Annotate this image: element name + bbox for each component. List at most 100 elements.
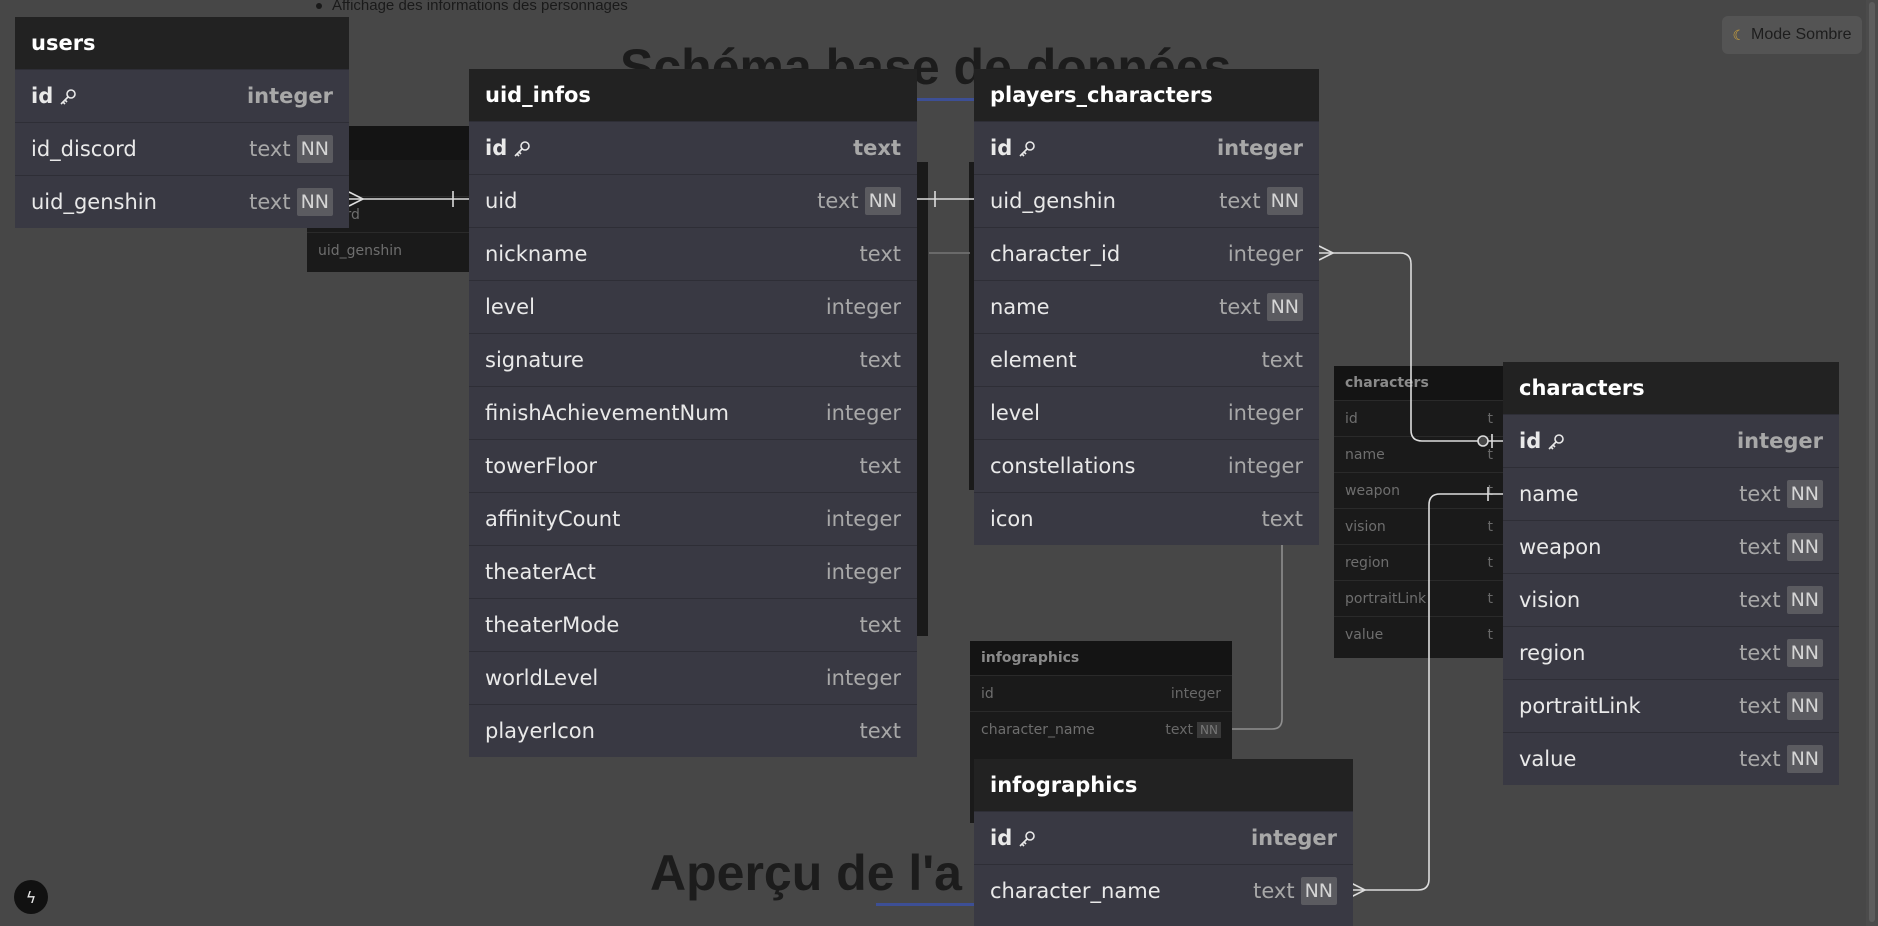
characters-table-header[interactable]: characters	[1503, 362, 1839, 414]
field-type: text	[860, 348, 901, 372]
infographics-table-header[interactable]: infographics	[974, 759, 1353, 811]
key-icon	[1548, 434, 1565, 450]
field-name: level	[485, 295, 535, 319]
uid-infos-row[interactable]: finishAchievementNum integer	[469, 386, 917, 439]
field-type: integer	[826, 666, 901, 690]
field-name-group: constellations	[990, 454, 1136, 478]
ghost-field-type-label: text	[1165, 721, 1194, 738]
ghost-field-type: t	[1488, 591, 1494, 607]
field-name-group: finishAchievementNum	[485, 401, 729, 425]
field-type: text	[860, 242, 901, 266]
ghost-field-type-label: t	[1487, 410, 1494, 427]
field-name: name	[990, 295, 1050, 319]
ghost-not-null-badge: NN	[1197, 721, 1221, 738]
players-characters-table-header[interactable]: players_characters	[974, 69, 1319, 121]
apercu-heading: Aperçu de l'a	[650, 845, 962, 901]
field-name: character_name	[990, 879, 1161, 903]
not-null-badge: NN	[1786, 533, 1823, 561]
dark-mode-button[interactable]: ☾ Mode Sombre	[1722, 16, 1862, 54]
field-name-group: id	[990, 826, 1036, 850]
field-name: id	[31, 84, 54, 108]
field-name-group: element	[990, 348, 1077, 372]
field-type-label: integer	[1736, 429, 1823, 453]
uid-infos-table-header[interactable]: uid_infos	[469, 69, 917, 121]
scrollbar-thumb[interactable]	[1869, 2, 1875, 922]
not-null-badge: NN	[1786, 639, 1823, 667]
vertical-scrollbar[interactable]	[1866, 0, 1878, 926]
not-null-badge: NN	[864, 187, 901, 215]
field-name-group: region	[1519, 641, 1585, 665]
field-name: towerFloor	[485, 454, 598, 478]
field-name: vision	[1519, 588, 1581, 612]
field-name-group: level	[990, 401, 1040, 425]
field-type-label: text	[1739, 747, 1781, 771]
players-characters-row[interactable]: level integer	[974, 386, 1319, 439]
field-name: id	[485, 136, 508, 160]
field-type-label: integer	[825, 401, 901, 425]
ghost-field-type-label: t	[1487, 446, 1494, 463]
field-name-group: uid_genshin	[990, 189, 1116, 213]
field-type-label: text	[859, 719, 901, 743]
ghost-field-type-label: t	[1487, 482, 1494, 499]
uid-infos-row[interactable]: worldLevel integer	[469, 651, 917, 704]
field-name-group: id	[990, 136, 1036, 160]
field-name: theaterAct	[485, 560, 596, 584]
field-type: integer	[1217, 136, 1303, 160]
field-name-group: icon	[990, 507, 1034, 531]
players-characters-row[interactable]: id integer	[974, 121, 1319, 174]
field-type-label: integer	[1216, 136, 1303, 160]
field-type-label: text	[249, 137, 291, 161]
lightning-bolt-icon[interactable]: ϟ	[14, 880, 48, 914]
field-name-group: worldLevel	[485, 666, 598, 690]
field-name-group: id	[485, 136, 531, 160]
key-icon	[1541, 429, 1565, 453]
users-table-header[interactable]: users	[15, 17, 349, 69]
field-name-group: name	[1519, 482, 1579, 506]
field-name-group: character_id	[990, 242, 1120, 266]
field-type: integer	[1228, 401, 1303, 425]
field-name-group: character_name	[990, 879, 1161, 903]
field-name-group: id	[31, 84, 77, 108]
field-name: id_discord	[31, 137, 137, 161]
ghost-field-type-label: t	[1487, 590, 1494, 607]
